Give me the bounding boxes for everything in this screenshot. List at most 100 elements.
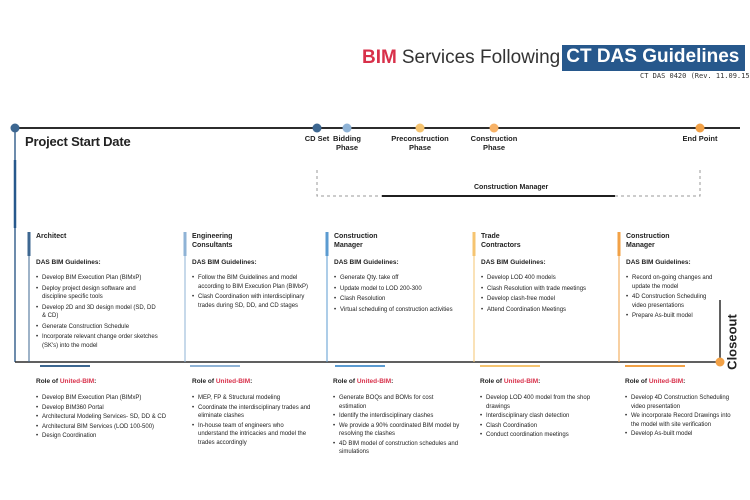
list-item: Develop BIM360 Portal bbox=[36, 404, 186, 413]
role-prefix: Role of bbox=[333, 378, 357, 385]
role-prefix: Role of bbox=[625, 378, 649, 385]
role-suffix: : bbox=[538, 378, 541, 385]
role-list-engineering: MEP, FP & Structural modeling Coordinate… bbox=[192, 394, 312, 448]
role-suffix: : bbox=[391, 378, 394, 385]
closeout-label: Closeout bbox=[724, 314, 740, 370]
construction-manager-label: Construction Manager bbox=[474, 184, 549, 191]
milestone-dot-preconstruction bbox=[415, 123, 425, 133]
list-item: MEP, FP & Structural modeling bbox=[192, 394, 312, 403]
list-item: Develop LOD 400 model from the shop draw… bbox=[480, 394, 602, 411]
guidelines-list: Generate Qty. take off Update model to L… bbox=[334, 274, 457, 314]
column-heading: Architect bbox=[36, 233, 67, 240]
list-item: Attend Coordination Meetings bbox=[481, 306, 604, 315]
column-heading: Construction Manager bbox=[626, 233, 670, 249]
role-prefix: Role of bbox=[36, 378, 60, 385]
guidelines-list: Develop BIM Execution Plan (BIMxP) Deplo… bbox=[36, 274, 159, 350]
role-brand: United-BIM bbox=[648, 378, 684, 385]
column-heading: Engineering Consultants bbox=[192, 233, 233, 249]
list-item: Generate BOQs and BOMs for cost estimati… bbox=[333, 394, 461, 411]
list-item: Follow the BIM Guidelines and model acco… bbox=[192, 274, 315, 291]
list-item: Conduct coordination meetings bbox=[480, 431, 602, 440]
list-item: Develop As-built model bbox=[625, 430, 737, 439]
column-trade-contractors: Trade Contractors DAS BIM Guidelines: De… bbox=[472, 232, 604, 316]
list-item: Coordinate the interdisciplinary trades … bbox=[192, 404, 312, 421]
milestone-label-cd-set: CD Set bbox=[304, 134, 330, 143]
list-item: Architectural Modeling Services- SD, DD … bbox=[36, 413, 186, 422]
milestone-dot-cd-set bbox=[312, 123, 322, 133]
list-item: Clash Coordination bbox=[480, 422, 602, 431]
list-item: Develop 2D and 3D design model (SD, DD &… bbox=[36, 304, 159, 321]
role-list-construction-manager-closeout: Develop 4D Construction Scheduling video… bbox=[625, 394, 737, 440]
column-construction-manager: Construction Manager DAS BIM Guidelines:… bbox=[325, 232, 457, 316]
guidelines-list: Record on-going changes and update the m… bbox=[626, 274, 721, 321]
list-item: We provide a 90% coordinated BIM model b… bbox=[333, 422, 461, 439]
list-item: 4D BIM model of construction schedules a… bbox=[333, 440, 461, 457]
guidelines-list: Follow the BIM Guidelines and model acco… bbox=[192, 274, 315, 310]
role-list-construction-manager: Generate BOQs and BOMs for cost estimati… bbox=[333, 394, 461, 458]
list-item: Develop 4D Construction Scheduling video… bbox=[625, 394, 737, 411]
milestone-label-bidding: Bidding Phase bbox=[333, 134, 361, 152]
list-item: Identify the interdisciplinary clashes bbox=[333, 412, 461, 421]
list-item: Clash Resolution bbox=[334, 295, 457, 304]
role-brand: United-BIM bbox=[59, 378, 95, 385]
role-suffix: : bbox=[250, 378, 253, 385]
role-list-trade-contractors: Develop LOD 400 model from the shop draw… bbox=[480, 394, 602, 441]
milestone-label-construction: Construction Phase bbox=[470, 134, 518, 152]
list-item: Deploy project design software and disci… bbox=[36, 285, 159, 302]
closeout-dot bbox=[715, 357, 725, 367]
title-bim: BIM bbox=[362, 47, 397, 68]
list-item: 4D Construction Scheduling video present… bbox=[626, 293, 721, 310]
role-brand: United-BIM bbox=[503, 378, 539, 385]
milestone-dot-construction bbox=[489, 123, 499, 133]
list-item: Virtual scheduling of construction activ… bbox=[334, 306, 457, 315]
column-architect: Architect DAS BIM Guidelines: Develop BI… bbox=[27, 232, 159, 352]
column-engineering-consultants: Engineering Consultants DAS BIM Guidelin… bbox=[183, 232, 315, 312]
role-brand: United-BIM bbox=[215, 378, 251, 385]
role-heading-construction-manager: Role of United-BIM: bbox=[333, 378, 393, 385]
column-heading: Construction Manager bbox=[334, 233, 378, 249]
guidelines-label: DAS BIM Guidelines: bbox=[626, 259, 691, 266]
list-item: Incorporate relevant change order sketch… bbox=[36, 333, 159, 350]
list-item: Architectural BIM Services (LOD 100-500) bbox=[36, 423, 186, 432]
milestone-dot-bidding bbox=[342, 123, 352, 133]
role-brand: United-BIM bbox=[356, 378, 392, 385]
title-middle: Services Following bbox=[401, 47, 561, 68]
diagram-title: BIM Services Following CT DAS Guidelines bbox=[362, 44, 746, 72]
construction-manager-bracket bbox=[316, 170, 701, 197]
role-heading-engineering: Role of United-BIM: bbox=[192, 378, 252, 385]
role-list-architect: Develop BIM Execution Plan (BIMxP) Devel… bbox=[36, 394, 186, 442]
list-item: Clash Resolution with trade meetings bbox=[481, 285, 604, 294]
list-item: Develop LOD 400 models bbox=[481, 274, 604, 283]
list-item: Design Coordination bbox=[36, 432, 186, 441]
milestone-label-preconstruction: Preconstruction Phase bbox=[391, 134, 449, 152]
list-item: Record on-going changes and update the m… bbox=[626, 274, 721, 291]
column-heading: Trade Contractors bbox=[481, 233, 521, 249]
list-item: Develop BIM Execution Plan (BIMxP) bbox=[36, 274, 159, 283]
title-subtitle: CT DAS 0420 (Rev. 11.09.15) bbox=[640, 72, 750, 80]
milestone-dot-end-point bbox=[695, 123, 705, 133]
role-heading-architect: Role of United-BIM: bbox=[36, 378, 96, 385]
list-item: Clash Coordination with interdisciplinar… bbox=[192, 293, 315, 310]
list-item: Interdisciplinary clash detection bbox=[480, 412, 602, 421]
project-start-label: Project Start Date bbox=[25, 134, 131, 149]
guidelines-label: DAS BIM Guidelines: bbox=[334, 259, 399, 266]
list-item: We incorporate Record Drawings into the … bbox=[625, 412, 737, 429]
list-item: Generate Qty. take off bbox=[334, 274, 457, 283]
role-suffix: : bbox=[683, 378, 686, 385]
list-item: Prepare As-built model bbox=[626, 312, 721, 321]
guidelines-list: Develop LOD 400 models Clash Resolution … bbox=[481, 274, 604, 314]
guidelines-label: DAS BIM Guidelines: bbox=[36, 259, 101, 266]
list-item: Update model to LOD 200-300 bbox=[334, 285, 457, 294]
role-prefix: Role of bbox=[480, 378, 504, 385]
guidelines-label: DAS BIM Guidelines: bbox=[481, 259, 546, 266]
role-heading-trade-contractors: Role of United-BIM: bbox=[480, 378, 540, 385]
role-heading-construction-manager-closeout: Role of United-BIM: bbox=[625, 378, 685, 385]
list-item: In-house team of engineers who understan… bbox=[192, 422, 312, 448]
column-construction-manager-closeout: Construction Manager DAS BIM Guidelines:… bbox=[617, 232, 721, 323]
list-item: Develop clash-free model bbox=[481, 295, 604, 304]
role-suffix: : bbox=[94, 378, 97, 385]
milestone-label-end-point: End Point bbox=[682, 134, 718, 143]
guidelines-label: DAS BIM Guidelines: bbox=[192, 259, 257, 266]
list-item: Develop BIM Execution Plan (BIMxP) bbox=[36, 394, 186, 403]
